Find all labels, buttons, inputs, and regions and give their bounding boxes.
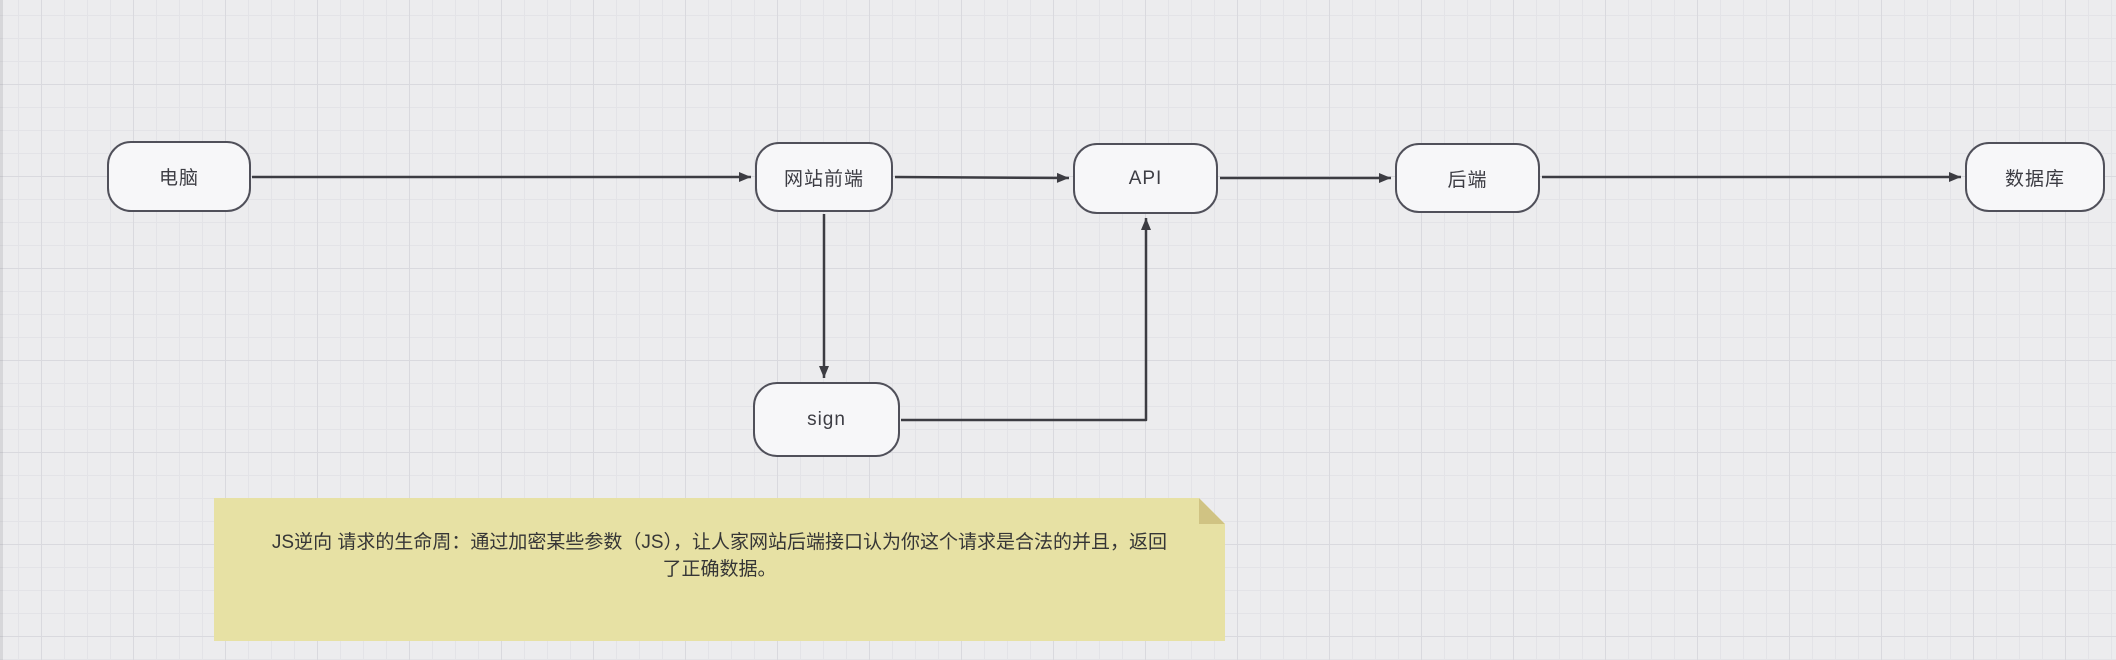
- node-database[interactable]: 数据库: [1965, 142, 2105, 212]
- node-database-label: 数据库: [2004, 168, 2065, 190]
- node-sign-label: sign: [807, 408, 846, 430]
- sticky-note-text: JS逆向 请求的生命周：通过加密某些参数（JS），让人家网站后端接口认为你这个请…: [271, 532, 1168, 580]
- node-api[interactable]: API: [1073, 143, 1218, 214]
- node-backend-label: 后端: [1447, 169, 1488, 191]
- node-sign[interactable]: sign: [753, 382, 900, 457]
- sticky-note[interactable]: JS逆向 请求的生命周：通过加密某些参数（JS），让人家网站后端接口认为你这个请…: [214, 498, 1225, 641]
- node-frontend-label: 网站前端: [783, 168, 864, 190]
- screen-left-edge: [0, 0, 3, 660]
- node-computer-label: 电脑: [158, 168, 199, 189]
- edge-sign-api[interactable]: [901, 218, 1151, 422]
- edge-frontend-api[interactable]: [894, 172, 1070, 183]
- node-frontend[interactable]: 网站前端: [755, 142, 893, 212]
- node-computer[interactable]: 电脑: [107, 141, 251, 212]
- node-backend[interactable]: 后端: [1395, 143, 1540, 213]
- node-api-label: API: [1128, 167, 1163, 189]
